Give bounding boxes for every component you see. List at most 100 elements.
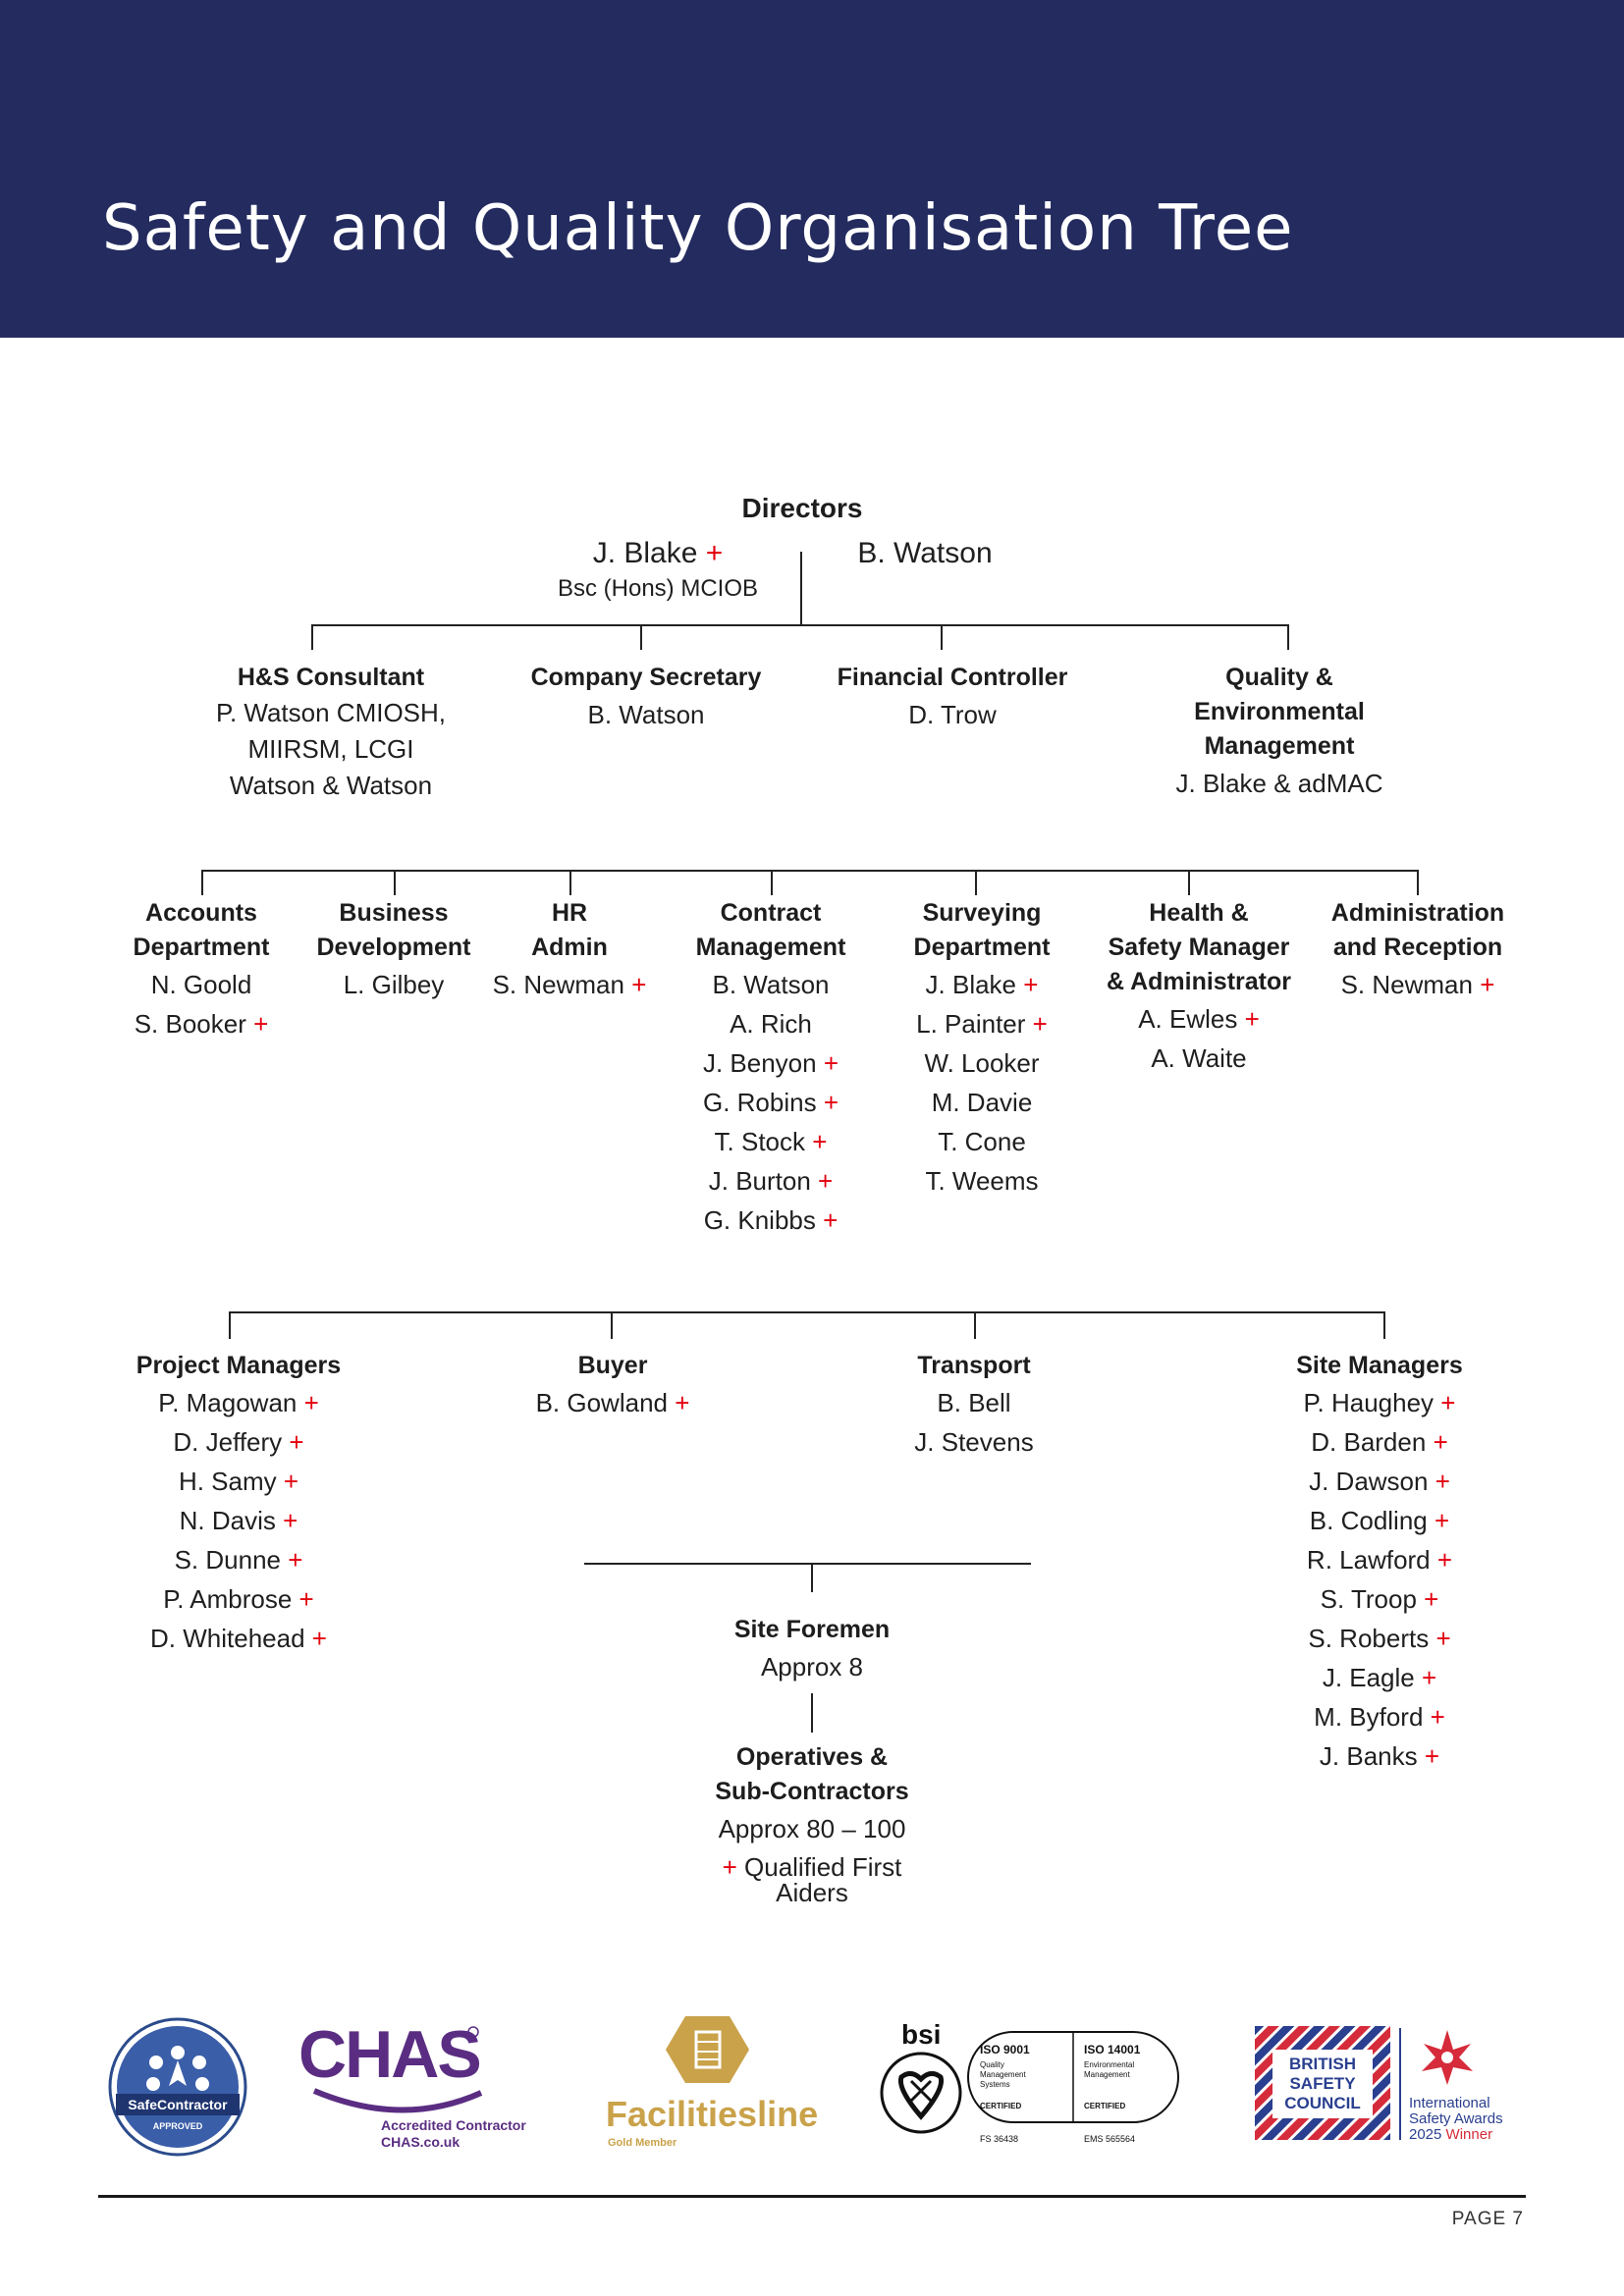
person-entry: R. Lawford + — [1262, 1540, 1497, 1579]
node-name: D. Trow — [908, 700, 997, 729]
node-heading: Safety Manager — [1108, 934, 1290, 961]
node-heading: Accounts — [145, 899, 257, 927]
site-foremen-node: Site Foremen Approx 8 — [665, 1613, 959, 1686]
node-name: Watson & Watson — [229, 771, 433, 800]
first-aider-mark: + — [311, 1624, 327, 1653]
first-aider-mark: + — [823, 1048, 839, 1078]
node-name: Approx 80 – 100 — [718, 1814, 906, 1843]
person-name: D. Whitehead — [150, 1624, 305, 1653]
director-name: B. Watson — [857, 537, 993, 569]
person-name: S. Dunne — [174, 1545, 281, 1575]
person-entry: S. Dunne + — [121, 1540, 356, 1579]
person-name: B. Watson — [712, 970, 830, 999]
chas-logo: CHAS Accredited Contractor CHAS.co.uk — [295, 2012, 540, 2160]
first-aider-mark: + — [1433, 1427, 1448, 1457]
first-aider-mark: + — [1480, 970, 1495, 999]
person-entry: J. Eagle + — [1262, 1658, 1497, 1697]
bsi-cert1-title: ISO 9001 — [980, 2043, 1030, 2056]
person-entry: A. Rich — [653, 1004, 889, 1043]
node-name: MIIRSM, LCGI — [247, 734, 414, 764]
node-heading: HR — [551, 899, 588, 927]
person-name: S. Roberts — [1308, 1624, 1430, 1653]
person-entry: B. Watson — [653, 965, 889, 1004]
person-name: J. Benyon — [702, 1048, 817, 1078]
quality-environmental-node: Quality & Environmental Management J. Bl… — [1132, 661, 1427, 803]
person-entry: B. Gowland + — [495, 1383, 731, 1422]
person-name: M. Davie — [931, 1088, 1033, 1117]
node-name: B. Watson — [587, 700, 705, 729]
person-name: L. Painter — [916, 1009, 1026, 1039]
person-name: J. Burton — [708, 1166, 811, 1196]
person-name: B. Codling — [1309, 1506, 1428, 1535]
person-entry: S. Newman + — [452, 965, 687, 1004]
svg-text:Systems: Systems — [980, 2080, 1010, 2089]
node-heading: and Reception — [1332, 934, 1503, 961]
person-entry: L. Painter + — [864, 1004, 1100, 1043]
person-name: S. Booker — [134, 1009, 246, 1039]
first-aider-mark: + — [1424, 1741, 1440, 1771]
svg-text:Management: Management — [980, 2070, 1026, 2079]
person-name: S. Newman — [492, 970, 624, 999]
person-name: J. Banks — [1319, 1741, 1418, 1771]
person-name: T. Weems — [925, 1166, 1039, 1196]
node-heading: & Administrator — [1107, 968, 1291, 995]
person-entry: L. Gilbey — [276, 965, 512, 1004]
directors-heading: Directors — [741, 493, 863, 523]
british-safety-council-logo: BRITISH SAFETY COUNCIL International Saf… — [1255, 2024, 1526, 2144]
first-aider-mark: + — [1435, 1624, 1451, 1653]
first-aider-legend: + Qualified First Aiders — [665, 1854, 959, 1905]
first-aider-mark: + — [823, 1088, 839, 1117]
person-name: A. Ewles — [1138, 1004, 1238, 1034]
person-entry: T. Weems — [864, 1161, 1100, 1201]
chas-line1: Accredited Contractor — [381, 2117, 526, 2133]
person-entry: S. Booker + — [83, 1004, 319, 1043]
safecontractor-name: SafeContractor — [128, 2097, 228, 2112]
node-name: Approx 8 — [760, 1652, 864, 1682]
svg-text:FS 36438: FS 36438 — [980, 2134, 1018, 2144]
legend-text: Qualified First — [744, 1852, 902, 1882]
first-aider-mark: + — [1430, 1702, 1445, 1732]
node-heading: Financial Controller — [837, 664, 1068, 691]
person-entry: J. Benyon + — [653, 1043, 889, 1083]
node-heading: Company Secretary — [530, 664, 762, 691]
node-heading: Quality & — [1225, 664, 1333, 691]
node-heading: Admin — [531, 934, 608, 961]
bsi-cert2-title: ISO 14001 — [1084, 2043, 1141, 2056]
svg-text:SAFETY: SAFETY — [1289, 2074, 1356, 2093]
first-aider-mark: + — [812, 1127, 828, 1156]
person-entry: A. Waite — [1081, 1039, 1317, 1078]
person-entry: G. Knibbs + — [653, 1201, 889, 1240]
svg-text:CERTIFIED: CERTIFIED — [980, 2102, 1021, 2110]
node-heading: Operatives & — [735, 1743, 889, 1771]
node-heading: Health & — [1149, 899, 1249, 927]
person-entry: D. Whitehead + — [121, 1619, 356, 1658]
footer-rule — [98, 2195, 1526, 2198]
first-aider-mark: + — [1435, 1467, 1450, 1496]
person-name: J. Stevens — [914, 1427, 1034, 1457]
person-name: H. Samy — [178, 1467, 277, 1496]
person-entry: D. Jeffery + — [121, 1422, 356, 1462]
operatives-node: Operatives & Sub-Contractors Approx 80 –… — [665, 1740, 959, 1905]
director-j-blake: J. Blake + Bsc (Hons) MCIOB — [511, 534, 805, 605]
node-heading: Site Foremen — [733, 1616, 891, 1643]
first-aider-mark: + — [1424, 1584, 1439, 1614]
person-name: P. Haughey — [1303, 1388, 1435, 1417]
person-entry: A. Ewles + — [1081, 999, 1317, 1039]
person-name: R. Lawford — [1306, 1545, 1431, 1575]
person-entry: M. Byford + — [1262, 1697, 1497, 1736]
person-entry: S. Newman + — [1300, 965, 1536, 1004]
first-aider-mark: + — [722, 1852, 737, 1882]
legend-text: Aiders — [776, 1878, 848, 1907]
person-name: P. Ambrose — [163, 1584, 293, 1614]
node-heading: H&S Consultant — [237, 664, 425, 691]
person-entry: J. Banks + — [1262, 1736, 1497, 1776]
person-entry: S. Troop + — [1262, 1579, 1497, 1619]
node-heading: Management — [695, 934, 846, 961]
node-name: J. Blake & adMAC — [1175, 769, 1383, 798]
